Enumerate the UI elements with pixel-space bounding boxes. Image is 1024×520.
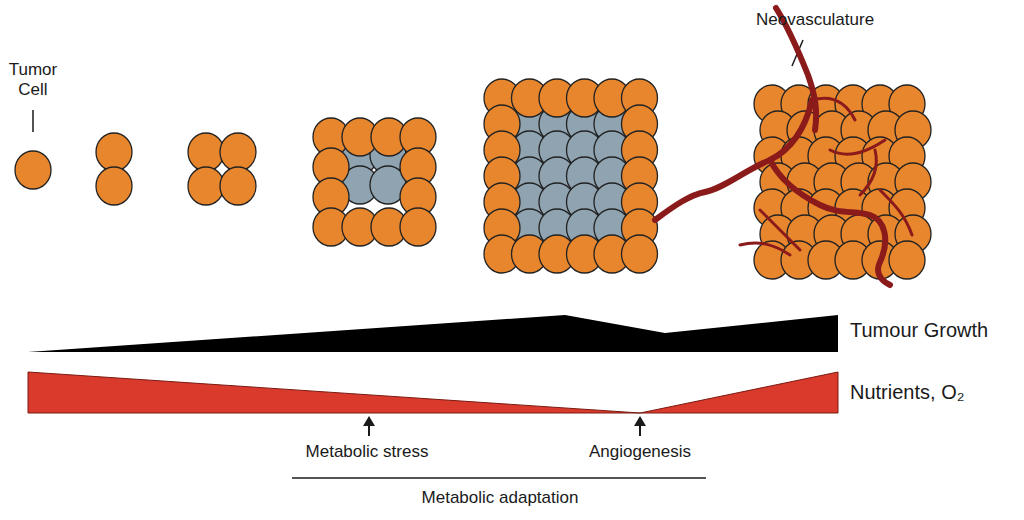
tumor-cell <box>220 167 256 205</box>
tumor-cell <box>889 241 925 279</box>
tumor-cell <box>96 167 132 205</box>
span-label: Metabolic adaptation <box>422 488 579 508</box>
tumor-cell <box>188 167 224 205</box>
neovasculature-vessels <box>655 8 912 285</box>
tumor-cell <box>622 235 658 273</box>
nutrient-wedge <box>28 372 838 413</box>
tumor-cells <box>15 79 931 279</box>
marker-arrow <box>363 416 646 436</box>
tumor-cell <box>15 151 51 189</box>
growth-wedge <box>28 315 838 352</box>
axis-label: Tumour Growth <box>850 319 988 342</box>
vasculature-label: Neovasculature <box>756 10 874 30</box>
tumor-cell <box>188 133 224 171</box>
tumor-cell <box>220 133 256 171</box>
axis-label: Nutrients, O₂ <box>850 381 964 404</box>
tumor-cell <box>96 133 132 171</box>
cell-label: Tumor Cell <box>8 60 58 99</box>
tumor-cell <box>400 208 436 246</box>
leader-line <box>32 110 34 132</box>
stage-label: Angiogenesis <box>589 442 691 462</box>
span-bracket <box>292 477 706 479</box>
stage-label: Metabolic stress <box>306 442 429 462</box>
